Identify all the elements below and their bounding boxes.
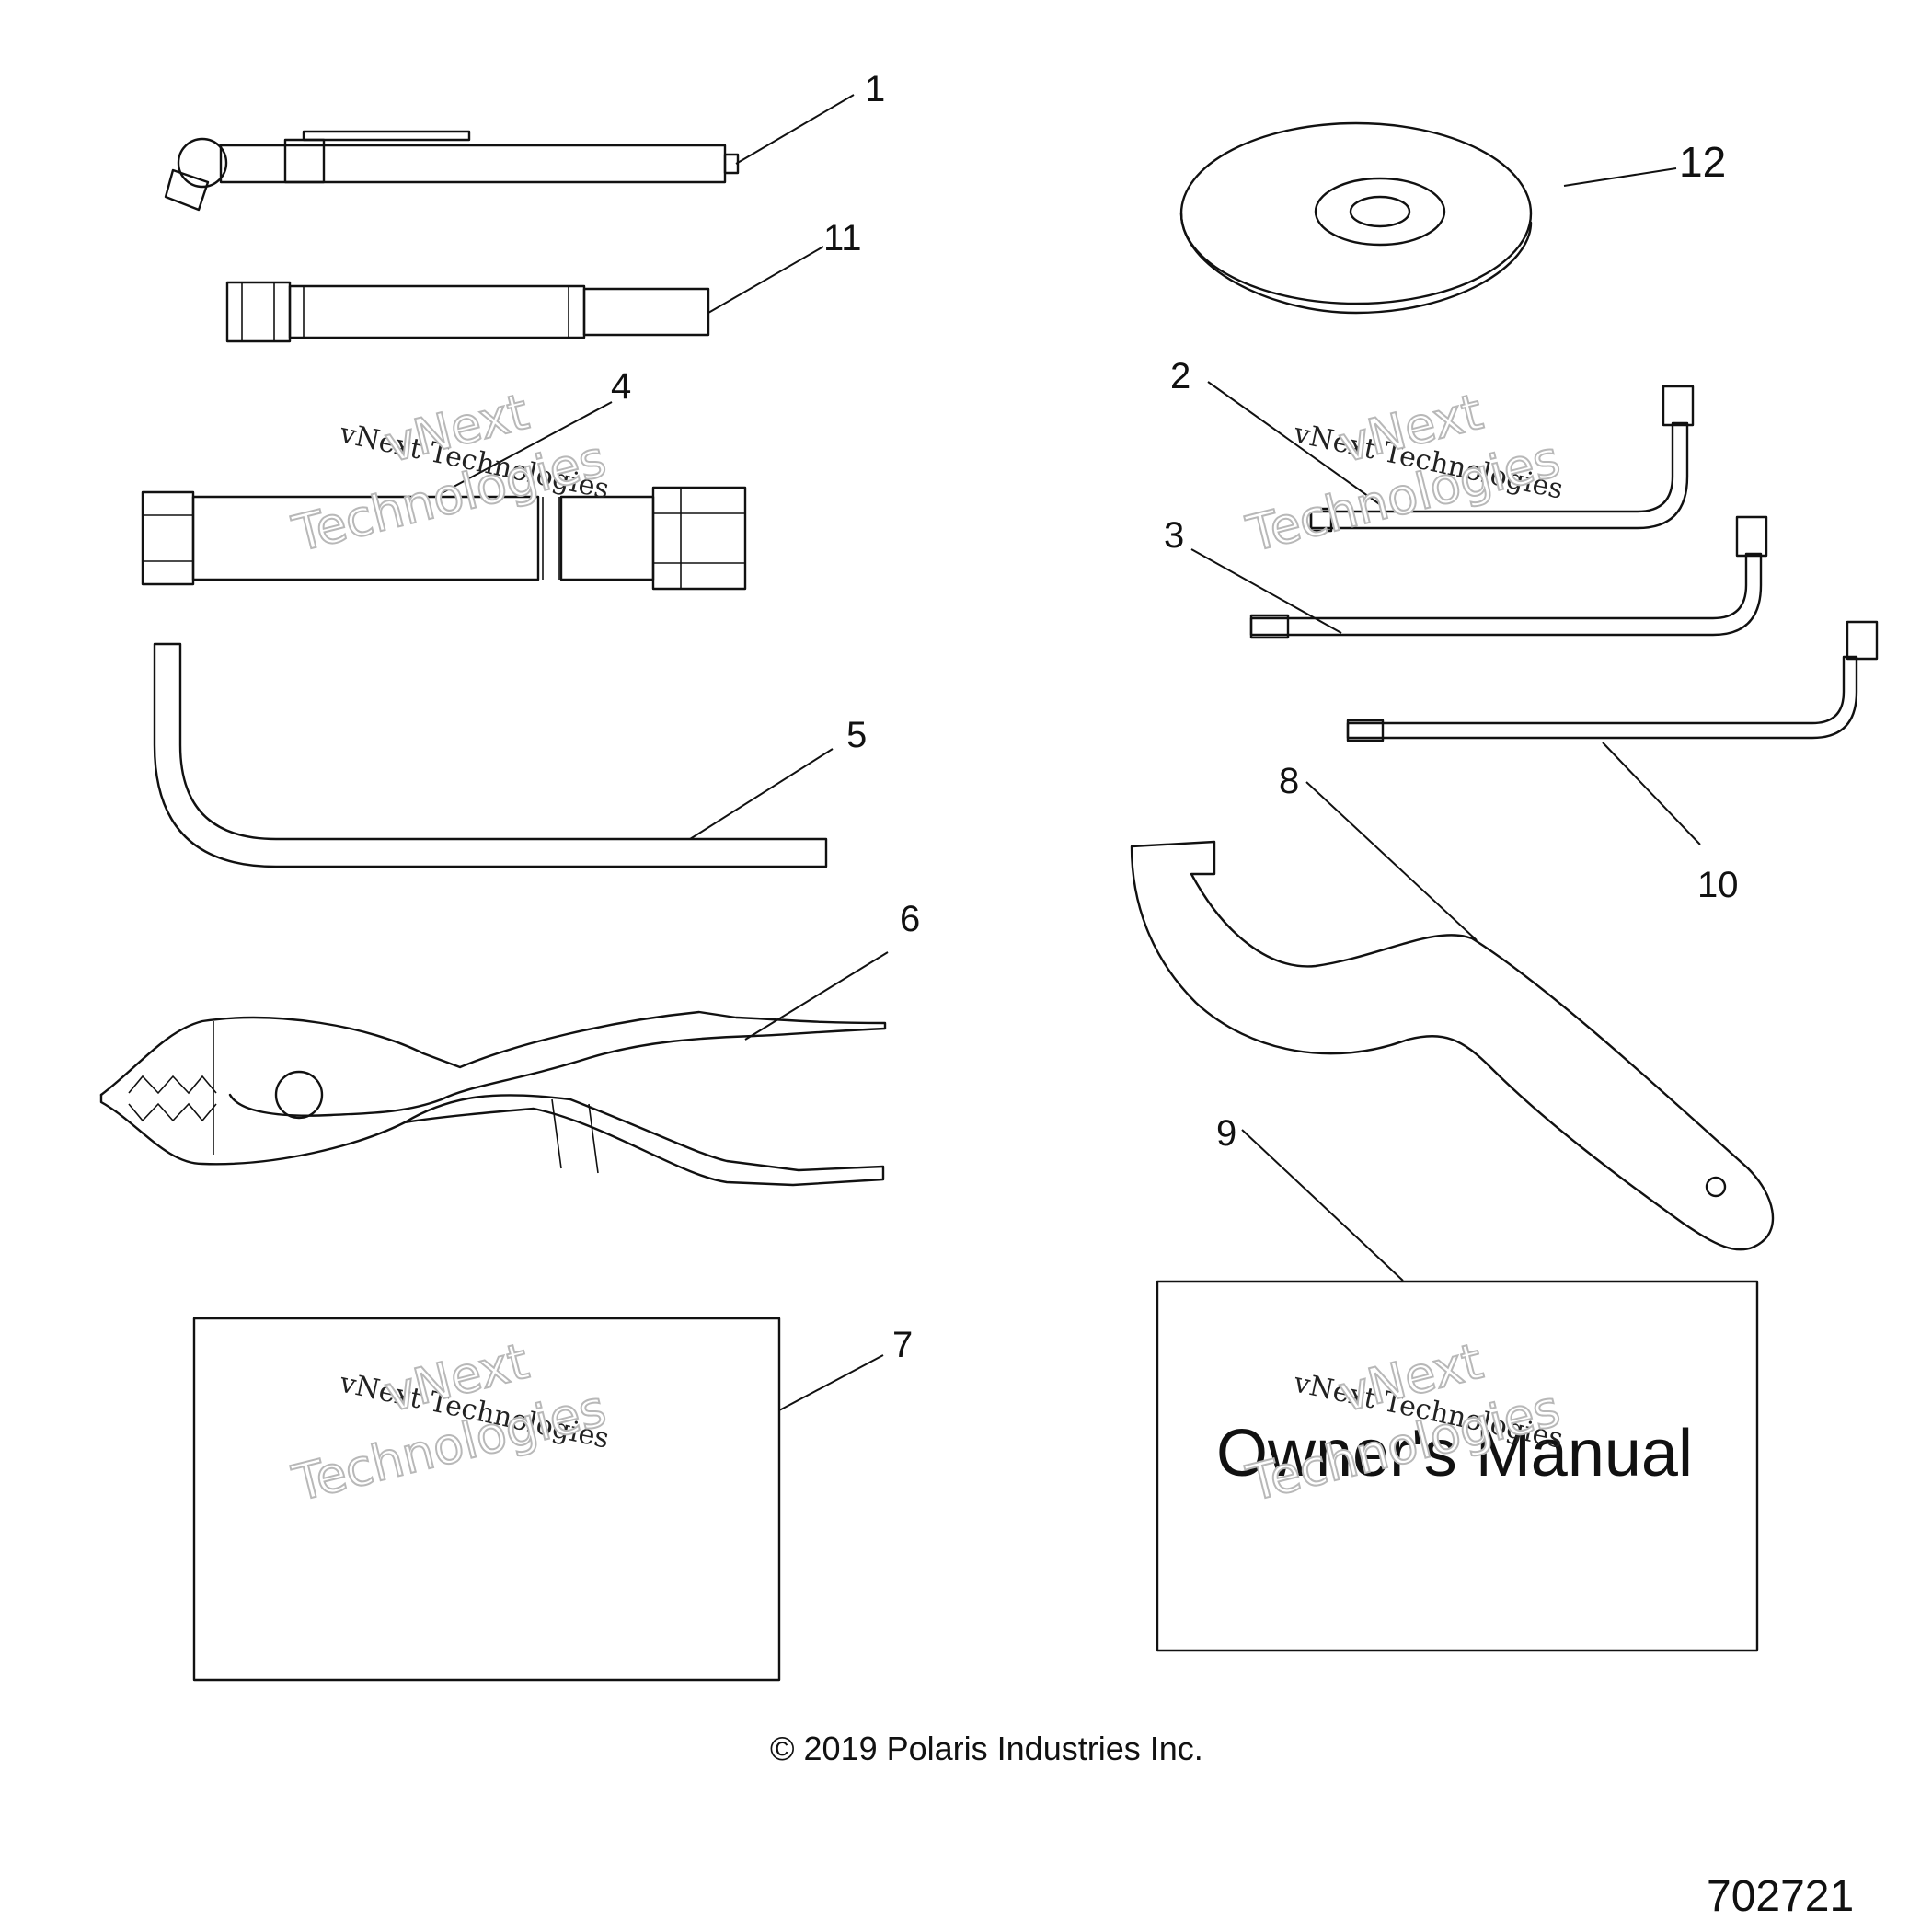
callout-10: 10 xyxy=(1697,865,1739,905)
callout-4: 4 xyxy=(611,366,631,407)
callout-5: 5 xyxy=(846,715,867,755)
callout-2: 2 xyxy=(1170,356,1190,397)
copyright-text: © 2019 Polaris Industries Inc. xyxy=(770,1730,1203,1767)
callout-3: 3 xyxy=(1164,515,1184,556)
callout-9: 9 xyxy=(1216,1113,1236,1154)
extension-bar xyxy=(225,281,710,343)
torx-key-10 xyxy=(1346,620,1879,742)
hex-key-large xyxy=(153,642,828,868)
callout-12: 12 xyxy=(1679,138,1726,186)
torx-key-2 xyxy=(1309,385,1695,533)
callout-8: 8 xyxy=(1279,761,1299,801)
callout-6: 6 xyxy=(900,899,920,939)
callout-7: 7 xyxy=(892,1325,913,1365)
document-number: 702721 xyxy=(1707,1872,1854,1921)
leader-lines xyxy=(441,94,1701,1411)
torx-key-3 xyxy=(1249,515,1768,639)
document-card xyxy=(192,1317,781,1682)
owners-manual-title: Owner's Manual xyxy=(1216,1417,1693,1490)
callout-11: 11 xyxy=(823,218,862,259)
owners-manual: Owner's Manual xyxy=(1156,1280,1759,1652)
spark-plug-socket xyxy=(141,486,747,591)
spanner-wrench xyxy=(1130,840,1775,1251)
callout-numbers: 1 11 4 5 6 7 12 2 3 10 8 9 xyxy=(611,69,1739,1365)
cd-disc xyxy=(1179,121,1533,315)
tire-pressure-gauge xyxy=(164,130,740,212)
callout-1: 1 xyxy=(865,69,885,109)
pliers xyxy=(99,1010,887,1187)
